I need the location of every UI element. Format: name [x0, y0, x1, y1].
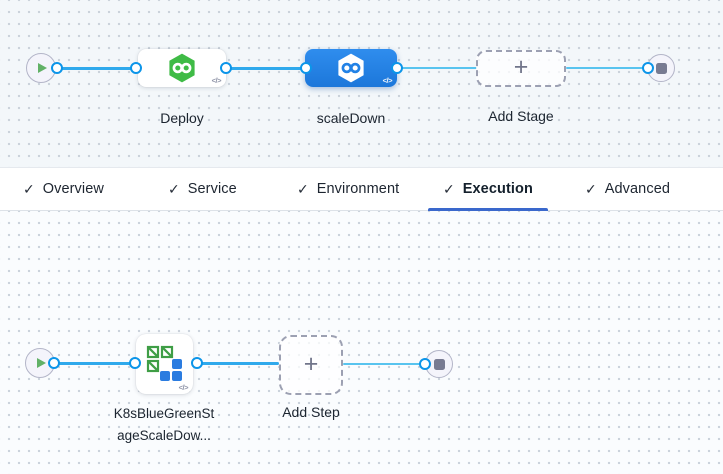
connector-port[interactable]	[48, 357, 60, 369]
cd-stage-icon	[169, 53, 195, 83]
edge-start-to-step	[54, 361, 135, 365]
active-tab-underline	[428, 208, 548, 211]
plus-icon: +	[303, 349, 319, 378]
tab-label: Execution	[462, 181, 533, 197]
play-icon	[37, 358, 46, 368]
play-icon	[38, 63, 47, 73]
stage-label-scaledown: scaleDown	[316, 110, 386, 126]
stage-label-deploy: Deploy	[160, 110, 204, 126]
step-card-k8s-bluegreen-scaledown[interactable]: </>	[136, 334, 193, 394]
yaml-code-icon: </>	[382, 75, 393, 85]
connector-port[interactable]	[191, 357, 203, 369]
connector-port[interactable]	[220, 62, 232, 74]
step-label-line2: ageScaleDow...	[117, 428, 211, 443]
edge-addstage-to-end	[566, 67, 648, 69]
step-label-line1: K8sBlueGreenSt	[113, 406, 215, 421]
check-icon: ✓	[23, 181, 35, 197]
edge-scaledown-to-addstage	[397, 67, 477, 69]
connector-port[interactable]	[130, 62, 142, 74]
tab-label: Service	[187, 181, 237, 197]
tab-service[interactable]: ✓ Service	[168, 168, 237, 210]
connector-port[interactable]	[129, 357, 141, 369]
connector-port[interactable]	[419, 358, 431, 370]
stage-pipeline-canvas: </> Deploy </> scaleDown + Add Stage	[0, 0, 723, 167]
check-icon: ✓	[297, 181, 309, 197]
stop-icon	[655, 62, 667, 74]
connector-port[interactable]	[51, 62, 63, 74]
connector-port[interactable]	[642, 62, 654, 74]
stage-card-scaledown[interactable]: </>	[305, 49, 397, 87]
yaml-code-icon: </>	[211, 75, 222, 85]
stop-icon	[433, 358, 445, 370]
tab-advanced[interactable]: ✓ Advanced	[585, 168, 670, 210]
edge-start-to-deploy	[57, 66, 136, 70]
stage-card-deploy[interactable]: </>	[138, 49, 226, 87]
add-step-label: Add Step	[282, 404, 340, 420]
edge-step-to-addstep	[197, 361, 279, 365]
stage-config-tabbar: ✓ Overview ✓ Service ✓ Environment ✓ Exe…	[0, 167, 723, 211]
tab-overview[interactable]: ✓ Overview	[23, 168, 104, 210]
check-icon: ✓	[585, 181, 597, 197]
plus-icon: +	[513, 53, 529, 81]
execution-steps-canvas	[0, 211, 723, 474]
connector-port[interactable]	[391, 62, 403, 74]
yaml-code-icon: </>	[178, 382, 189, 392]
connector-port[interactable]	[300, 62, 312, 74]
tab-label: Advanced	[604, 181, 671, 197]
cd-stage-icon-selected	[338, 53, 364, 83]
add-stage-button[interactable]: +	[476, 50, 566, 87]
tab-label: Environment	[316, 181, 400, 197]
add-step-button[interactable]: +	[279, 335, 343, 395]
k8s-bluegreen-scaledown-icon	[146, 345, 182, 381]
tab-label: Overview	[42, 181, 104, 197]
check-icon: ✓	[168, 181, 180, 197]
edge-deploy-to-scaledown	[226, 66, 306, 70]
add-stage-label: Add Stage	[488, 108, 554, 124]
edge-addstep-to-end	[343, 363, 425, 365]
tab-environment[interactable]: ✓ Environment	[297, 168, 399, 210]
check-icon: ✓	[443, 181, 455, 197]
tab-execution[interactable]: ✓ Execution	[443, 168, 533, 210]
